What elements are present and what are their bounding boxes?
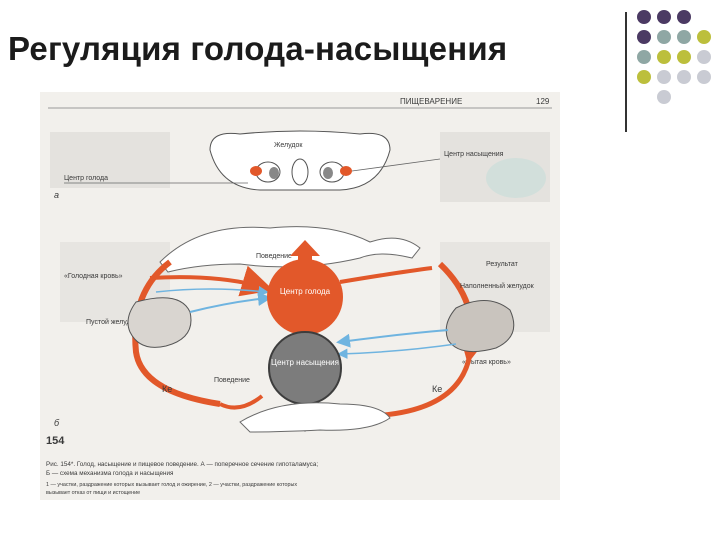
title-divider	[625, 12, 627, 132]
label-behavior: Поведение	[256, 253, 292, 260]
dot	[657, 50, 671, 64]
stomach-empty	[127, 297, 192, 348]
figure-number: 154	[46, 435, 65, 447]
label-ke-right: Ке	[432, 384, 442, 394]
bg-block	[50, 132, 170, 188]
section-a-label: а	[54, 190, 59, 200]
label-stomach: Желудок	[274, 142, 303, 149]
blue-flow-arrow	[337, 343, 457, 359]
dot	[677, 70, 691, 84]
dot	[697, 30, 711, 44]
label-ke-left: Ке	[162, 384, 172, 394]
dot	[697, 70, 711, 84]
dot	[657, 30, 671, 44]
dot	[677, 50, 691, 64]
blue-flow-arrow	[336, 329, 449, 348]
hypothalamus-area-gray	[323, 167, 333, 179]
hypothalamus-area-red	[250, 166, 262, 176]
hypothalamus-area-red	[340, 166, 352, 176]
animal-outline-bottom	[239, 402, 391, 433]
label-result: Результат	[486, 261, 519, 268]
blue-flow-arrow	[189, 292, 272, 313]
label-hungry-blood: «Голодная кровь»	[64, 273, 123, 280]
label-satiety-center: Центр насыщения	[444, 151, 504, 158]
section-b-label: б	[54, 418, 60, 428]
slide-title: Регуляция голода-насыщения	[8, 30, 508, 67]
caption-line-1: Рис. 154*. Голод, насыщение и пищевое по…	[46, 461, 318, 468]
behavior-arrow-head	[290, 240, 320, 256]
page-header: ПИЩЕВАРЕНИЕ	[400, 97, 462, 106]
hunger-signal-arrow	[149, 265, 274, 297]
animal-outline-top	[159, 226, 421, 273]
satiety-center-node	[268, 331, 342, 405]
dot	[637, 30, 651, 44]
dot	[677, 10, 691, 24]
dot	[657, 90, 671, 104]
label-fed-blood: «Сытая кровь»	[462, 359, 511, 366]
label-filled-stomach: Наполненный желудок	[460, 282, 535, 290]
satiety-loop-left	[219, 394, 264, 410]
hypothalamus-area-gray	[269, 167, 279, 179]
hunger-center-node	[267, 259, 343, 335]
label-behavior-bottom: Поведение	[214, 377, 250, 384]
stomach-filled	[445, 300, 515, 353]
blue-flow-arrow	[155, 285, 269, 297]
satiety-center-label: Центр насыщения	[271, 358, 339, 367]
dot	[697, 50, 711, 64]
dot	[637, 70, 651, 84]
pointer-line	[351, 158, 441, 172]
hunger-center-label: Центр голода	[280, 287, 331, 296]
dot	[657, 70, 671, 84]
decorative-dot-grid	[637, 10, 720, 105]
caption-line-2: Б — схема механизма голода и насыщения	[46, 470, 173, 477]
caption-line-3: 1 — участки, раздражение которых вызывае…	[46, 482, 297, 488]
dot	[637, 50, 651, 64]
dot	[677, 30, 691, 44]
dot	[637, 10, 651, 24]
label-hunger-center: Центр голода	[64, 175, 108, 182]
dot	[657, 10, 671, 24]
figure-canvas: ПИЩЕВАРЕНИЕ 129 а Желудок Центр голода Ц…	[46, 97, 552, 496]
page-number: 129	[536, 97, 550, 106]
hunger-signal-arrow	[339, 266, 433, 284]
hypothalamus-section	[209, 130, 391, 191]
bg-oval	[486, 158, 546, 198]
label-empty-stomach: Пустой желудок	[86, 318, 139, 326]
textbook-figure: ПИЩЕВАРЕНИЕ 129 а Желудок Центр голода Ц…	[40, 92, 560, 500]
hunger-loop-left	[132, 259, 221, 407]
caption-line-4: вызывает отказ от пищи и истощение	[46, 490, 140, 496]
